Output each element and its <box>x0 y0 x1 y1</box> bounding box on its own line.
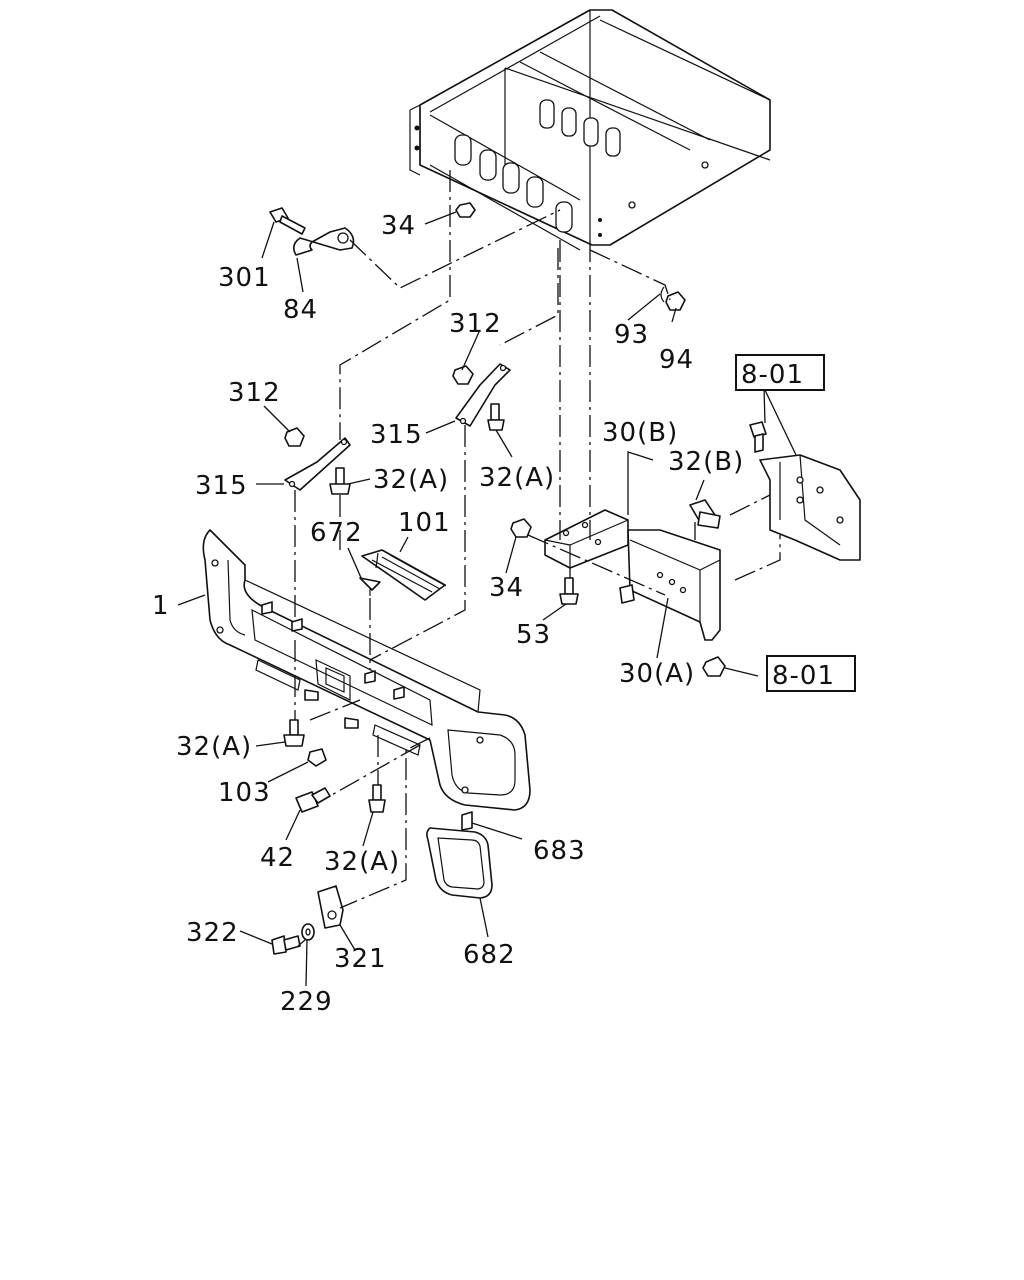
clip-683 <box>461 811 473 831</box>
nut-103 <box>307 748 327 767</box>
callout-312-left: 312 <box>228 378 281 408</box>
callout-34-lower: 34 <box>489 573 524 603</box>
bolt-8-01-top <box>749 421 767 453</box>
bracket-321 <box>317 885 344 929</box>
callout-301: 301 <box>218 263 271 293</box>
callout-93: 93 <box>614 320 649 350</box>
callout-94: 94 <box>659 345 694 375</box>
ref-box-8-01-top <box>735 354 825 391</box>
bolt-32a-lower-left <box>283 719 305 747</box>
nut-312-left <box>284 427 305 447</box>
stay-315-right <box>455 363 511 427</box>
bolt-32b <box>689 499 721 529</box>
step-grille-101 <box>361 549 447 601</box>
bumper-1 <box>202 529 531 811</box>
callout-34-top: 34 <box>381 211 416 241</box>
callout-315-right: 315 <box>370 420 423 450</box>
bolt-32a-right <box>487 403 505 431</box>
ref-box-8-01-bottom <box>766 655 856 692</box>
callout-32a-upper-left: 32(A) <box>373 465 449 495</box>
callout-30a: 30(A) <box>619 659 695 689</box>
callout-8-01-bottom: 8-01 <box>772 661 835 691</box>
callout-32b: 32(B) <box>668 447 744 477</box>
leader-lines <box>177 211 797 987</box>
bolt-53 <box>559 577 579 605</box>
callout-8-01-top: 8-01 <box>741 360 804 390</box>
callout-101: 101 <box>398 508 451 538</box>
clip-93 <box>660 286 665 303</box>
fender-bracket <box>759 454 861 561</box>
callout-315-left: 315 <box>195 471 248 501</box>
callout-312-right: 312 <box>449 309 502 339</box>
nut-94 <box>665 291 686 311</box>
nut-8-01-bottom <box>702 656 726 677</box>
nut-34-lower <box>510 518 532 538</box>
nut-34-top <box>455 202 476 218</box>
callout-30b: 30(B) <box>602 418 678 448</box>
clip-672 <box>359 577 381 596</box>
callout-103: 103 <box>218 778 271 808</box>
bolt-42 <box>295 787 331 813</box>
callout-32a-lower-mid: 32(A) <box>324 847 400 877</box>
chassis-frame <box>409 9 771 251</box>
bracket-30a <box>619 529 721 641</box>
callout-32a-lower-left: 32(A) <box>176 732 252 762</box>
callout-229: 229 <box>280 987 333 1017</box>
callout-321: 321 <box>334 944 387 974</box>
callout-322: 322 <box>186 918 239 948</box>
washer-229 <box>301 923 315 941</box>
callout-labels: 34 301 84 312 93 94 312 8-01 315 30(B) 3… <box>152 211 835 1017</box>
callout-672: 672 <box>310 518 363 548</box>
callout-682: 682 <box>463 940 516 970</box>
tow-hook-84 <box>292 227 355 256</box>
stay-315-left <box>284 437 351 491</box>
callout-53: 53 <box>516 620 551 650</box>
bolt-301 <box>269 207 306 235</box>
bolt-32a-lower-mid <box>368 784 386 813</box>
assembly-lines <box>294 170 781 947</box>
callout-1: 1 <box>152 591 170 621</box>
callout-84: 84 <box>283 295 318 325</box>
callout-32a-upper-right: 32(A) <box>479 463 555 493</box>
lamp-bezel-682 <box>426 827 493 899</box>
callout-683: 683 <box>533 836 586 866</box>
bolt-322 <box>271 935 301 955</box>
bracket-30b <box>544 509 629 569</box>
bolt-32a-left <box>329 467 351 495</box>
nut-312-right <box>452 365 474 385</box>
callout-42: 42 <box>260 843 295 873</box>
